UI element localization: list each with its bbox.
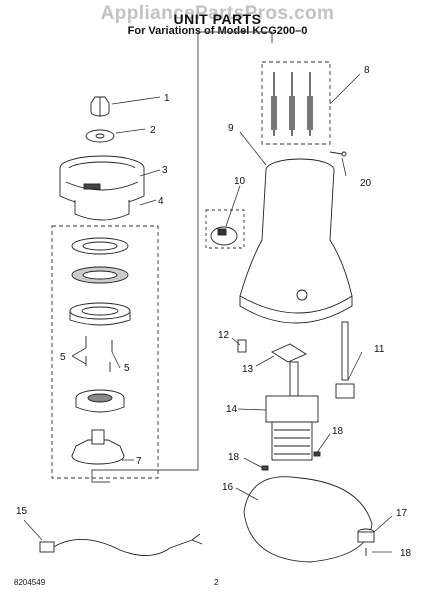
part-washer <box>85 129 115 143</box>
callout-15: 15 <box>16 506 28 517</box>
burr-group-box <box>51 225 159 479</box>
callout-5a: 5 <box>60 352 66 363</box>
part-nut-cap <box>90 96 110 117</box>
assembly-bracket <box>91 31 273 483</box>
callout-8: 8 <box>364 65 370 76</box>
callout-20: 20 <box>360 178 372 189</box>
part-burr-carrier <box>71 429 125 465</box>
callout-7: 7 <box>136 456 142 467</box>
callout-18b: 18 <box>228 452 240 463</box>
page-number: 2 <box>214 578 219 587</box>
callout-18a: 18 <box>332 426 344 437</box>
callout-9: 9 <box>228 123 234 134</box>
callout-2: 2 <box>150 125 156 136</box>
callout-12: 12 <box>218 330 230 341</box>
callout-13: 13 <box>242 364 254 375</box>
callout-1: 1 <box>164 93 170 104</box>
callout-4: 4 <box>158 196 164 207</box>
part-power-cord <box>39 533 203 556</box>
part-motor <box>261 361 321 471</box>
callout-16: 16 <box>222 482 234 493</box>
part-burr <box>75 389 125 413</box>
part-burr-rings <box>69 237 131 326</box>
page-subtitle: For Variations of Model KCG200–0 <box>127 25 308 37</box>
part-long-screws <box>271 72 313 136</box>
page-title: UNIT PARTS <box>173 11 262 27</box>
part-switch <box>335 321 355 399</box>
part-mount-plate <box>271 343 307 363</box>
callout-14: 14 <box>226 404 238 415</box>
watermark: AppliancePartsPros.com <box>100 3 335 24</box>
part-foot <box>357 528 375 556</box>
part-screws <box>85 336 113 372</box>
callout-18c: 18 <box>400 548 412 559</box>
callout-17: 17 <box>396 508 408 519</box>
screws-kit-box <box>261 61 331 145</box>
part-clip <box>237 339 247 353</box>
part-screw-20 <box>329 151 347 157</box>
callout-10: 10 <box>234 176 246 187</box>
callout-3: 3 <box>162 165 168 176</box>
part-timer-knob <box>210 226 238 246</box>
part-base-plate <box>243 476 373 563</box>
document-number: 8204549 <box>14 578 46 587</box>
timer-knob-box <box>205 209 245 249</box>
part-hopper-ring <box>59 155 145 221</box>
callout-11: 11 <box>374 344 385 355</box>
callout-5b: 5 <box>124 363 130 374</box>
part-housing <box>239 158 353 324</box>
